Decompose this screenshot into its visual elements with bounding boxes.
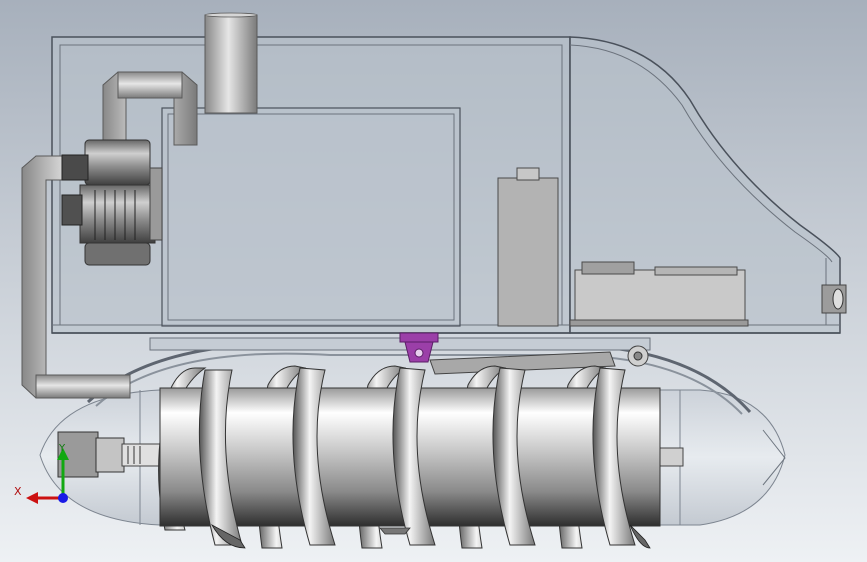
intake-pipe — [102, 71, 198, 146]
screw-flights-front — [198, 367, 651, 549]
hydraulic-cylinder — [429, 345, 649, 375]
track-arch — [86, 337, 752, 415]
hitch-bracket — [399, 332, 439, 363]
side-pipe — [21, 155, 131, 399]
engine-box — [161, 107, 461, 327]
headlight — [821, 284, 847, 314]
electric-motor — [61, 139, 163, 266]
control-box — [569, 261, 749, 327]
exhaust-pipe — [204, 12, 258, 114]
battery-unit — [497, 167, 559, 327]
axis-x-label: X — [14, 485, 22, 498]
axis-triad — [26, 448, 69, 504]
axle-coupling — [57, 431, 684, 478]
axis-origin — [58, 493, 68, 503]
axis-y-label: Y — [59, 443, 66, 454]
